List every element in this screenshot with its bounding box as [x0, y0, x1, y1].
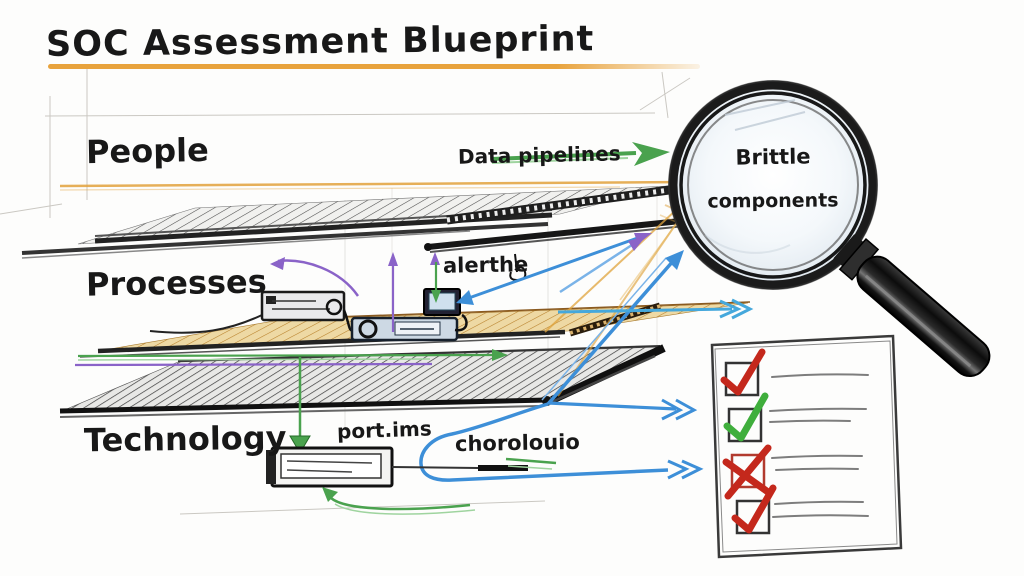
annotation-ports: port.ims [336, 416, 433, 444]
magnifier-text-line1: Brittle [735, 144, 811, 170]
people-right-beam [424, 183, 701, 253]
handle [833, 234, 991, 378]
diagram-title: SOC Assessment Blueprint [45, 19, 595, 65]
alert-device-arrow [456, 233, 652, 305]
crossmark-3 [722, 444, 772, 500]
title-underline [48, 64, 700, 69]
checklist-sheet [710, 334, 903, 559]
layer-label-people: People [85, 130, 210, 172]
data-pipelines-arrow [491, 142, 670, 166]
annotation-data-pipelines: Data pipelines [457, 141, 621, 169]
layer-label-processes: Processes [85, 262, 268, 304]
layer-label-technology: Technology [83, 418, 287, 460]
interlayer-connectors [74, 349, 508, 367]
annotation-alert: alerthe [442, 252, 529, 278]
checkmark-1 [720, 348, 766, 396]
people-layer-plane [21, 180, 701, 259]
checklist-lines [769, 373, 869, 518]
lens [668, 80, 878, 290]
technology-device [266, 357, 557, 515]
checkbox-3 [730, 453, 766, 489]
annotation-chrono: chorolouio [454, 429, 581, 457]
checkmark-4 [731, 484, 777, 534]
magnifying-glass [668, 80, 991, 378]
purple-connectors [270, 252, 441, 332]
server-device [260, 290, 346, 322]
lens-glare [704, 99, 806, 254]
technology-layer-plane [59, 344, 666, 418]
blue-flow-arrows [419, 250, 754, 482]
magnifier-text-line2: components [707, 189, 839, 213]
checkmark-2 [723, 392, 769, 442]
